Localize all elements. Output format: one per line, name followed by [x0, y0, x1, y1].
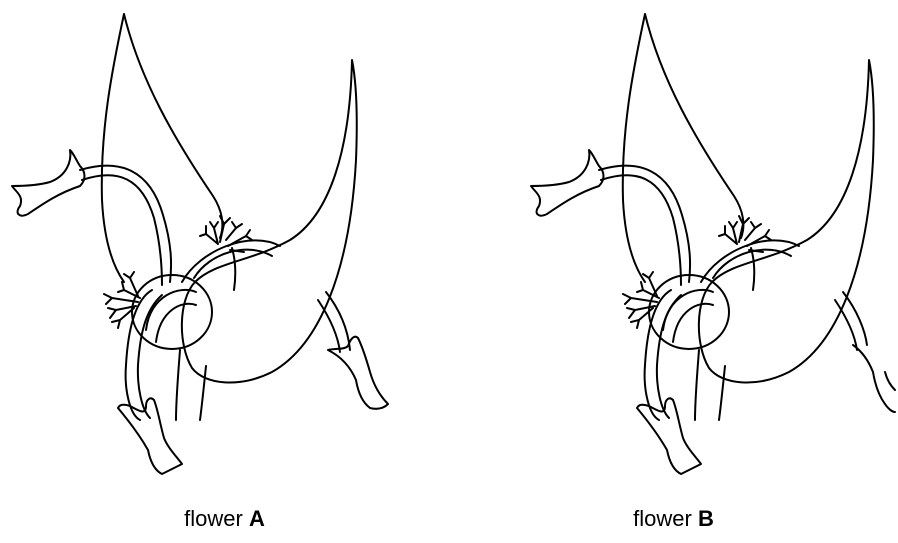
lower-right-stigma — [328, 337, 388, 409]
central-column — [695, 350, 725, 420]
left-style — [599, 166, 690, 285]
caption-letter: A — [249, 506, 265, 531]
flower-b-figure: flower B — [449, 0, 898, 543]
lower-right-style — [318, 292, 350, 352]
left-stigma — [531, 150, 604, 216]
inner-ring — [663, 290, 713, 342]
right-petal — [182, 60, 357, 383]
upper-petal — [102, 14, 223, 282]
upper-petal — [623, 14, 744, 282]
lower-right-style — [835, 292, 867, 350]
lower-left-stigma — [637, 398, 701, 474]
caption-letter: B — [698, 506, 714, 531]
flower-b-caption: flower B — [449, 506, 898, 532]
left-stigma — [12, 150, 85, 216]
lower-left-stigma — [118, 398, 182, 474]
flower-centre — [132, 275, 212, 349]
lower-right-stigma — [853, 345, 895, 412]
left-style — [80, 166, 171, 285]
right-arch — [701, 240, 799, 290]
flower-a-caption: flower A — [0, 506, 449, 532]
right-petal — [699, 60, 874, 383]
inner-ring — [146, 290, 196, 342]
caption-prefix: flower — [633, 506, 698, 531]
flower-a-figure: flower A — [0, 0, 449, 543]
left-feather-stigma — [623, 272, 659, 328]
flower-a-drawing — [0, 0, 449, 490]
central-column — [176, 350, 206, 420]
flower-b-drawing — [449, 0, 898, 490]
caption-prefix: flower — [184, 506, 249, 531]
